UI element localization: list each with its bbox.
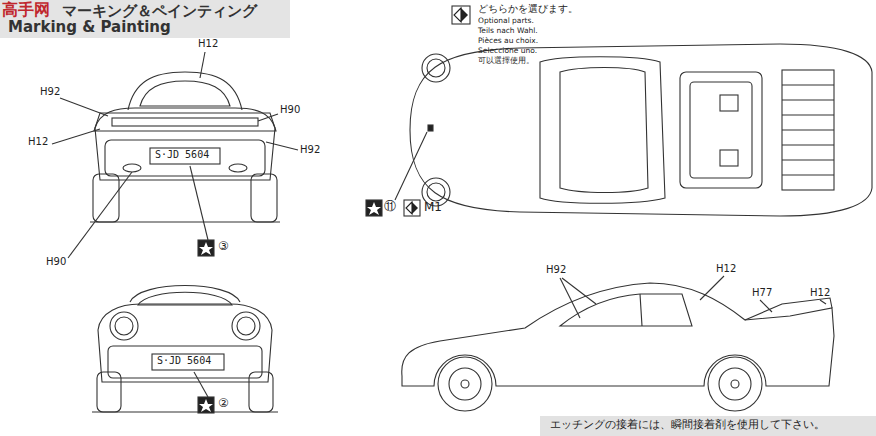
color-code: H12 (28, 136, 48, 148)
part-number: M1 (424, 201, 442, 215)
callout-number: ② (218, 397, 229, 411)
color-code: H92 (300, 144, 320, 156)
title-text: マーキング＆ペインティング (62, 3, 257, 20)
legend-text: 可以選擇使用。 (478, 57, 534, 66)
watermark: 高手网 (2, 1, 50, 19)
subtitle-text: Marking & Painting (8, 19, 171, 36)
legend-text: どちらかを選びます。 (478, 3, 578, 15)
plate-text: S·JD 5604 (155, 149, 209, 161)
color-code: H92 (546, 264, 566, 276)
note-text: エッチングの接着には、瞬間接着剤を使用して下さい。 (550, 419, 825, 432)
plate-text: S·JD 5604 (157, 355, 211, 367)
callout-number: ③ (218, 240, 229, 254)
color-code: H12 (716, 263, 736, 275)
legend-text: Teils nach Wahl. (478, 27, 538, 36)
legend-text: Pièces au choix. (478, 37, 538, 46)
color-code: H12 (810, 287, 830, 299)
color-code: H90 (280, 104, 300, 116)
legend-text: Optional parts. (478, 17, 534, 26)
legend-text: Seleccione uno. (478, 47, 537, 56)
color-code: H90 (46, 256, 66, 268)
color-code: H77 (752, 287, 772, 299)
color-code: H92 (40, 86, 60, 98)
callout-number: ⑪ (384, 200, 396, 214)
color-code: H12 (198, 38, 218, 50)
